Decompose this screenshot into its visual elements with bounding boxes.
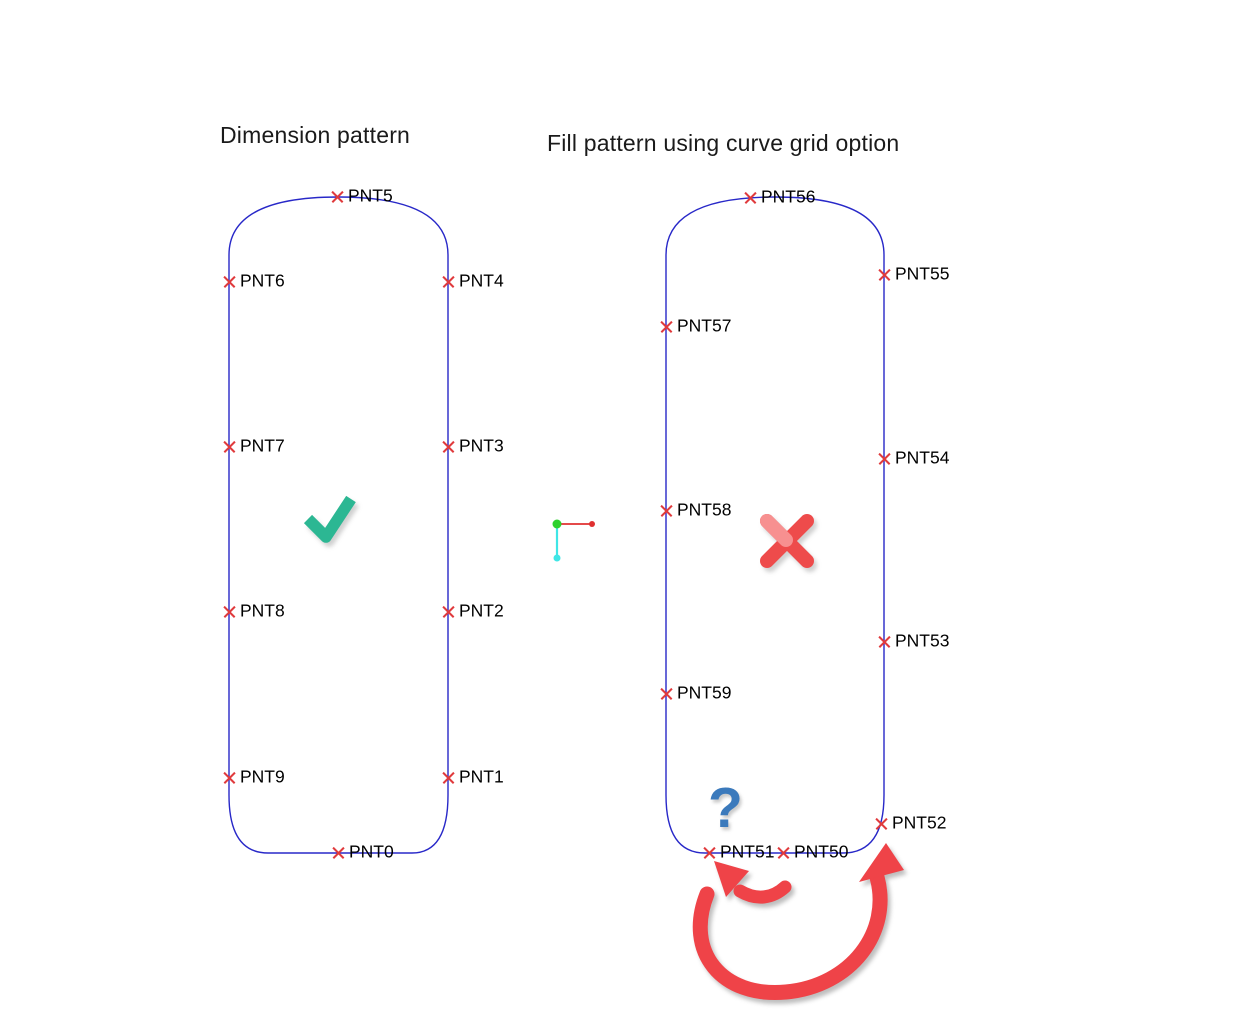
point-label-pnt53: PNT53 xyxy=(895,630,950,651)
csys-origin-triad-icon xyxy=(552,519,595,562)
point-label-pnt2: PNT2 xyxy=(459,600,504,621)
small-arrow-head xyxy=(714,861,749,897)
big-curved-arrow-icon xyxy=(692,843,904,1000)
point-label-pnt52: PNT52 xyxy=(892,812,947,833)
point-label-pnt55: PNT55 xyxy=(895,263,950,284)
question-mark-icon: ? xyxy=(708,776,743,840)
point-label-pnt54: PNT54 xyxy=(895,447,950,468)
point-label-pnt5: PNT5 xyxy=(348,185,393,206)
checkmark-icon xyxy=(303,495,356,543)
small-curved-arrow-icon xyxy=(714,861,792,904)
point-label-pnt1: PNT1 xyxy=(459,766,504,787)
point-label-pnt9: PNT9 xyxy=(240,766,285,787)
triad-y-dot xyxy=(553,554,561,562)
point-label-pnt0: PNT0 xyxy=(349,841,394,862)
point-label-pnt4: PNT4 xyxy=(459,270,504,291)
point-label-pnt8: PNT8 xyxy=(240,600,285,621)
point-label-pnt3: PNT3 xyxy=(459,435,504,456)
right-title: Fill pattern using curve grid option xyxy=(547,130,900,156)
triad-origin-dot xyxy=(552,519,562,529)
point-label-pnt51: PNT51 xyxy=(720,841,775,862)
triad-x-dot xyxy=(589,521,595,527)
big-arrow-head xyxy=(859,843,904,882)
point-label-pnt57: PNT57 xyxy=(677,315,732,336)
point-label-pnt7: PNT7 xyxy=(240,435,285,456)
right-outline-curve xyxy=(665,196,885,854)
point-label-pnt56: PNT56 xyxy=(761,186,816,207)
left-title: Dimension pattern xyxy=(220,122,411,148)
point-label-pnt6: PNT6 xyxy=(240,270,285,291)
point-label-pnt58: PNT58 xyxy=(677,499,732,520)
cross-icon xyxy=(760,514,814,568)
left-outline-curve xyxy=(228,196,449,854)
point-label-pnt50: PNT50 xyxy=(794,841,849,862)
point-label-pnt59: PNT59 xyxy=(677,682,732,703)
